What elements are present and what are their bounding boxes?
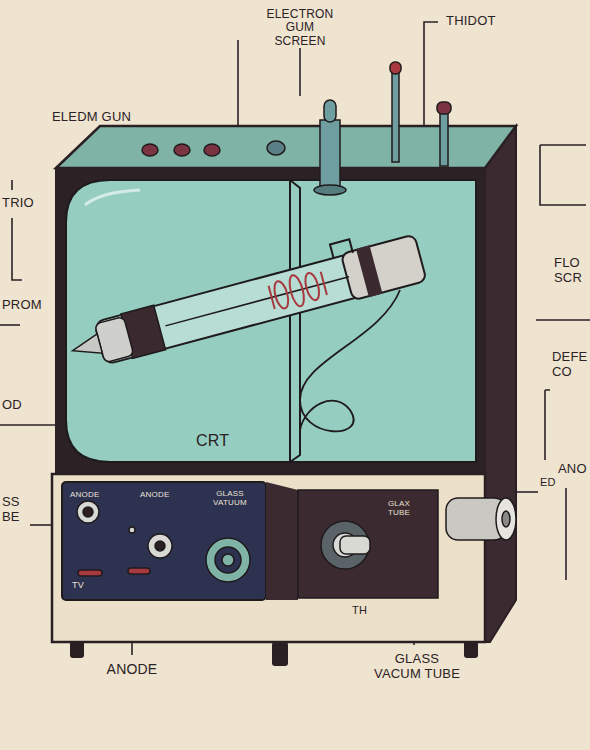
control-panel bbox=[62, 482, 266, 600]
part-label: CRT bbox=[196, 432, 246, 450]
leader-lines bbox=[0, 22, 590, 655]
panel-bevel bbox=[266, 482, 298, 600]
part-label: ED bbox=[540, 476, 564, 488]
cabinet-front bbox=[56, 168, 485, 474]
part-label: ANODE bbox=[100, 662, 164, 678]
top-controls bbox=[142, 62, 451, 195]
cabinet-side bbox=[485, 126, 516, 642]
part-label: OD bbox=[2, 398, 32, 413]
part-label: ANODE bbox=[140, 491, 180, 500]
part-label: TRIO bbox=[2, 196, 42, 211]
part-label: ANO bbox=[558, 462, 590, 477]
part-label: TH bbox=[352, 604, 382, 616]
right-panel bbox=[298, 490, 438, 598]
vacuum-tube bbox=[63, 223, 427, 375]
part-label: TV bbox=[72, 580, 92, 590]
part-label: ELEDM GUN bbox=[52, 110, 152, 125]
part-label: GLASS VACUM TUBE bbox=[372, 652, 462, 681]
tube-wire bbox=[300, 290, 400, 431]
part-label: ANODE bbox=[70, 491, 110, 500]
crt-screen bbox=[66, 180, 476, 462]
screen-glare bbox=[85, 190, 140, 205]
control-base bbox=[52, 474, 485, 642]
part-label: GLASS VATUUM bbox=[208, 490, 252, 508]
part-label: DEFE CO bbox=[552, 350, 590, 379]
part-label: GLAX TUBE bbox=[384, 500, 414, 518]
part-label: PROM bbox=[2, 298, 46, 313]
screen-divider bbox=[290, 180, 300, 462]
panel-controls bbox=[77, 498, 516, 582]
part-label: ELECTRON GUM SCREEN bbox=[263, 8, 337, 48]
part-label: FLO SCR bbox=[554, 256, 588, 285]
part-label: SS BE bbox=[2, 495, 27, 524]
part-label: THIDOT bbox=[446, 14, 506, 29]
